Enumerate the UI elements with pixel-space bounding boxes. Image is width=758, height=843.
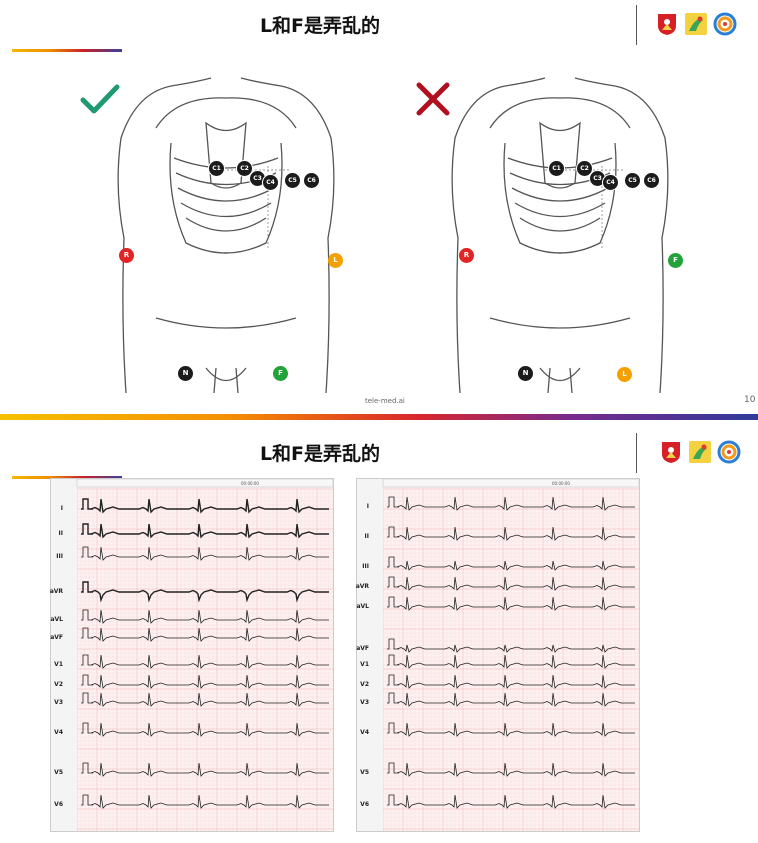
lead-label-V2: V2 [349,681,369,688]
lead-label-aVL: aVL [349,603,369,610]
lead-label-II: II [43,530,63,537]
lead-label-II: II [349,533,369,540]
lead-label-V1: V1 [349,661,369,668]
torso-figure-wrong: R F N L C1 C2 C3 C4 C5 C6 [430,68,690,398]
lead-label-V2: V2 [43,681,63,688]
slide-title: L和F是弄乱的 [0,11,640,38]
electrode-F: F [668,253,683,268]
electrode-R: R [119,248,134,263]
lead-label-V5: V5 [349,769,369,776]
header-separator [636,5,637,45]
lead-label-I: I [43,505,63,512]
chest-electrode-c1: C1 [548,160,565,177]
lead-label-V5: V5 [43,769,63,776]
chest-electrode-c4: C4 [602,174,619,191]
telemed-ring-logo [713,12,737,36]
lead-label-aVR: aVR [349,583,369,590]
torso-figure-correct: R L N F C1 C2 C3 C4 C5 C6 [96,68,356,398]
header-separator [636,433,637,473]
torso-outline [96,68,356,398]
lead-label-V1: V1 [43,661,63,668]
chest-electrode-c6: C6 [643,172,660,189]
lead-label-aVR: aVR [43,588,63,595]
lead-label-III: III [349,563,369,570]
lead-label-aVF: aVF [43,634,63,641]
lead-label-aVL: aVL [43,616,63,623]
slide-electrode-placement: L和F是弄乱的 [0,0,758,414]
ecg-traces [357,479,639,831]
lead-label-V4: V4 [349,729,369,736]
lead-label-V6: V6 [349,801,369,808]
ecg-traces [51,479,333,831]
electrode-R: R [459,248,474,263]
electrode-L: L [328,253,343,268]
lead-label-V3: V3 [43,699,63,706]
health-department-logo [688,440,712,464]
electrode-L: L [617,367,632,382]
page-number: 10 [744,395,755,405]
chest-electrode-c6: C6 [303,172,320,189]
moscow-coat-of-arms-logo [655,12,679,36]
logo-group [659,440,741,464]
chest-electrode-c5: C5 [284,172,301,189]
slide-title: L和F是弄乱的 [0,439,640,466]
chest-electrode-c4: C4 [262,174,279,191]
lead-label-aVF: aVF [349,645,369,652]
lead-label-V3: V3 [349,699,369,706]
telemed-ring-logo [717,440,741,464]
chest-electrode-c1: C1 [208,160,225,177]
electrode-N: N [178,366,193,381]
torso-outline [430,68,690,398]
lead-label-V6: V6 [43,801,63,808]
title-accent-line [12,49,122,52]
logo-group [655,12,737,36]
lead-label-I: I [349,503,369,510]
electrode-F: F [273,366,288,381]
lead-label-III: III [43,553,63,560]
chest-electrode-c5: C5 [624,172,641,189]
ecg-time-label: 00:00:00 [241,481,259,486]
health-department-logo [684,12,708,36]
electrode-N: N [518,366,533,381]
footer-brand: tele-med.ai [365,397,405,405]
moscow-coat-of-arms-logo [659,440,683,464]
ecg-time-label: 00:00:00 [552,481,570,486]
lead-label-V4: V4 [43,729,63,736]
